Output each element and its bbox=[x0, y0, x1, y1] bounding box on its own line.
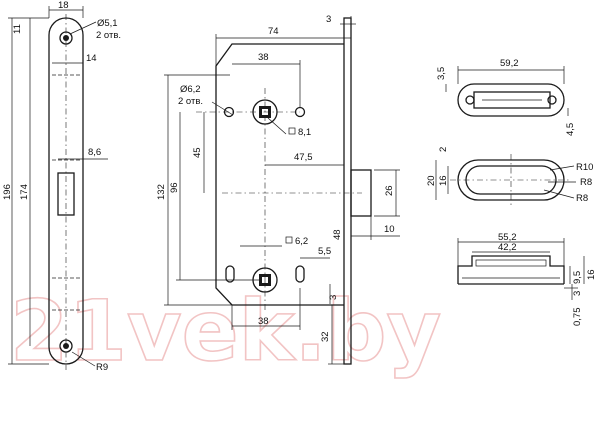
faceplate-height-total: 196 bbox=[2, 184, 13, 200]
strike-section-width-outer: 55,2 bbox=[498, 232, 517, 243]
faceplate-offset-top: 11 bbox=[12, 24, 23, 34]
body-top-spacing: 38 bbox=[258, 52, 269, 63]
body-overall-width: 74 bbox=[268, 26, 279, 37]
watermark-text: 21vek.by bbox=[10, 282, 441, 380]
strike-front-dim-2: 2 bbox=[438, 147, 449, 152]
body-hole-count: 2 отв. bbox=[178, 96, 203, 107]
strike-front-view: 2 20 16 R10 R8 R8 bbox=[426, 147, 593, 206]
body-screw-slot-lower-left bbox=[225, 265, 235, 283]
strike-section-height-16: 16 bbox=[586, 269, 597, 280]
faceplate-offset-14: 14 bbox=[86, 53, 97, 64]
strike-section-thickness: 0,75 bbox=[572, 308, 583, 327]
faceplate-radius: R9 bbox=[96, 362, 108, 373]
body-hole-diameter: Ø6,2 bbox=[180, 84, 201, 95]
faceplate-view: 18 Ø5,1 2 отв. 11 14 8,6 196 174 R9 bbox=[2, 0, 121, 373]
strike-front-r8-b: R8 bbox=[576, 193, 588, 204]
faceplate-height-inner: 174 bbox=[19, 184, 30, 200]
body-latch-depth: 10 bbox=[384, 224, 395, 235]
body-square-lower: 6,2 bbox=[295, 236, 308, 247]
strike-section-view: 55,2 42,2 9,5 16 3 0,75 bbox=[457, 232, 597, 327]
strike-front-r10: R10 bbox=[576, 162, 593, 173]
strike-top-height: 3,5 bbox=[436, 67, 447, 80]
body-backset: 47,5 bbox=[294, 152, 313, 163]
body-offset-3: 3 bbox=[328, 295, 339, 300]
body-latch-bolt bbox=[350, 169, 372, 217]
body-vertical-48: 48 bbox=[332, 229, 343, 240]
strike-top-view: 59,2 3,5 4,5 bbox=[436, 58, 576, 136]
faceplate-hole-count: 2 отв. bbox=[96, 30, 121, 41]
lock-body-view: 3 74 38 Ø6,2 2 отв. 8,1 45 47,5 26 132 bbox=[156, 14, 400, 365]
strike-top-width: 59,2 bbox=[500, 58, 519, 69]
body-latch-projection: 26 bbox=[384, 185, 395, 196]
body-screw-slot-lower-right bbox=[295, 265, 305, 283]
strike-section-depth-3: 3 bbox=[572, 291, 583, 296]
strike-section-width-inner: 42,2 bbox=[498, 242, 517, 253]
body-bottom-32: 32 bbox=[320, 331, 331, 342]
strike-front-r8-a: R8 bbox=[580, 177, 592, 188]
strike-section-outline bbox=[457, 255, 565, 284]
body-square-upper: 8,1 bbox=[298, 127, 311, 138]
body-bottom-spacing: 38 bbox=[258, 316, 269, 327]
body-height-132: 132 bbox=[156, 184, 167, 200]
body-offset-5-5: 5,5 bbox=[318, 246, 331, 257]
strike-top-outline bbox=[457, 83, 565, 117]
body-outline bbox=[215, 43, 344, 306]
faceplate-slot-width: 8,6 bbox=[88, 147, 101, 158]
body-plate-thickness: 3 bbox=[326, 14, 331, 25]
strike-front-height-20: 20 bbox=[426, 175, 437, 186]
strike-front-height-16: 16 bbox=[438, 175, 449, 186]
strike-section-depth-9-5: 9,5 bbox=[572, 271, 583, 284]
faceplate-width-label: 18 bbox=[58, 0, 69, 11]
body-vertical-45: 45 bbox=[192, 147, 203, 158]
strike-top-depth: 4,5 bbox=[565, 123, 576, 136]
faceplate-hole-diameter: Ø5,1 bbox=[97, 18, 118, 29]
body-height-96: 96 bbox=[169, 182, 180, 193]
